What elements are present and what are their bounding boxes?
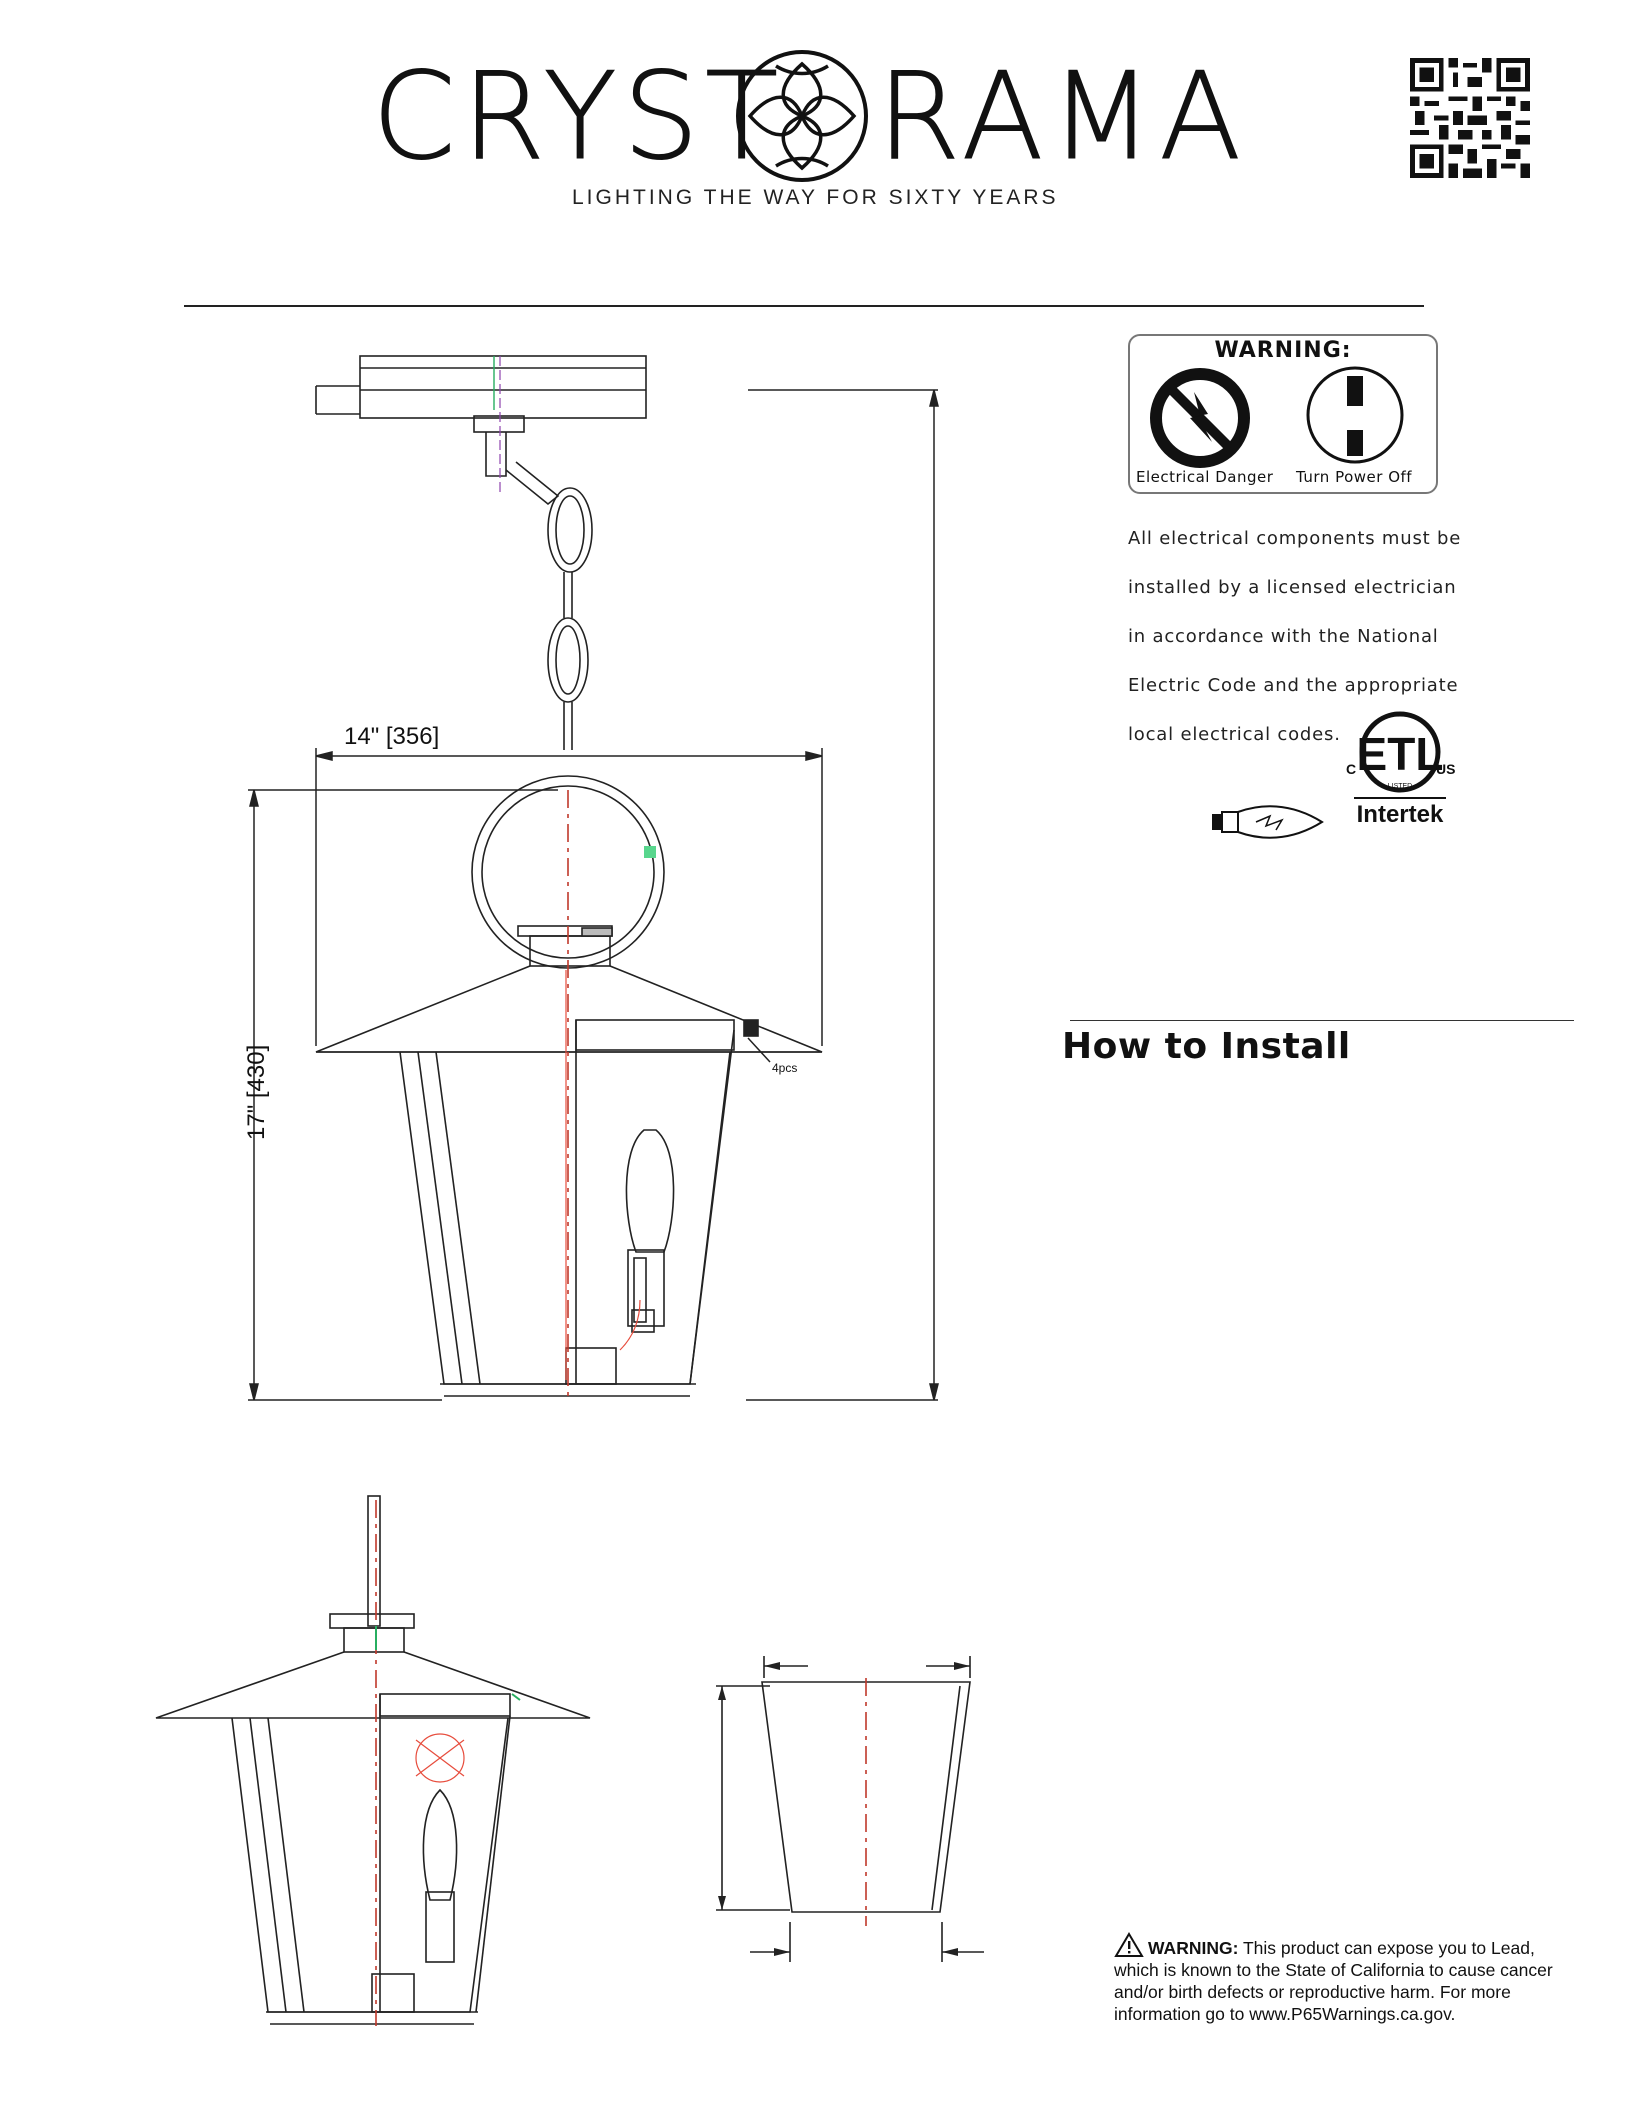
brand-name-right: RAMA xyxy=(876,48,1248,187)
brand-tagline: LIGHTING THE WAY FOR SIXTY YEARS xyxy=(572,186,1059,209)
brand-logo: CRYST RAMA xyxy=(371,40,1252,187)
qr-code-icon[interactable] xyxy=(1410,58,1530,178)
crystorama-flower-logo-icon xyxy=(736,50,868,182)
warning-triangle-icon xyxy=(1114,1932,1144,1957)
brand-name-left: CRYST xyxy=(371,48,785,187)
width-dimension-label: 14" [356] xyxy=(344,723,439,750)
pcs-label: 4pcs xyxy=(772,1061,797,1075)
height-dimension-label: 17" [430] xyxy=(243,1045,270,1140)
intertek-label: Intertek xyxy=(1357,801,1444,828)
warning-box: WARNING: Electrical Danger Turn Power Of… xyxy=(1128,334,1438,494)
turn-power-off-caption: Turn Power Off xyxy=(1296,468,1413,486)
etl-listed-icon: ETL C US LISTED Intertek xyxy=(1346,711,1455,828)
warning-title: WARNING: xyxy=(1214,338,1352,363)
etl-c-label: C xyxy=(1346,761,1356,777)
notice-line: All electrical components must be xyxy=(1128,528,1462,549)
notice-line: in accordance with the National xyxy=(1128,626,1439,647)
install-title: How to Install xyxy=(1062,1026,1351,1067)
header-divider xyxy=(184,305,1424,307)
etl-listed-label: LISTED xyxy=(1388,783,1413,790)
candelabra-bulb-icon xyxy=(1212,805,1324,839)
power-off-icon xyxy=(1306,366,1404,464)
prop65-lead: WARNING: xyxy=(1148,1938,1239,1958)
lantern-front-view xyxy=(315,355,823,1397)
etl-us-label: US xyxy=(1436,761,1455,777)
notice-line: installed by a licensed electrician xyxy=(1128,577,1457,598)
glass-panel-view xyxy=(716,1656,984,1962)
install-divider xyxy=(1070,1020,1574,1021)
notice-line: local electrical codes. xyxy=(1128,724,1341,745)
svg-text:ETL: ETL xyxy=(1357,728,1444,780)
prop65-body: This product can expose you to Lead, whi… xyxy=(1114,1938,1553,2024)
electrical-danger-caption: Electrical Danger xyxy=(1136,468,1274,486)
lantern-assembly-view xyxy=(155,1495,591,2025)
dimension-lines xyxy=(248,389,939,1401)
prop65-warning: WARNING: This product can expose you to … xyxy=(1114,1932,1584,2025)
notice-line: Electric Code and the appropriate xyxy=(1128,675,1459,696)
electrical-danger-icon xyxy=(1150,368,1250,468)
